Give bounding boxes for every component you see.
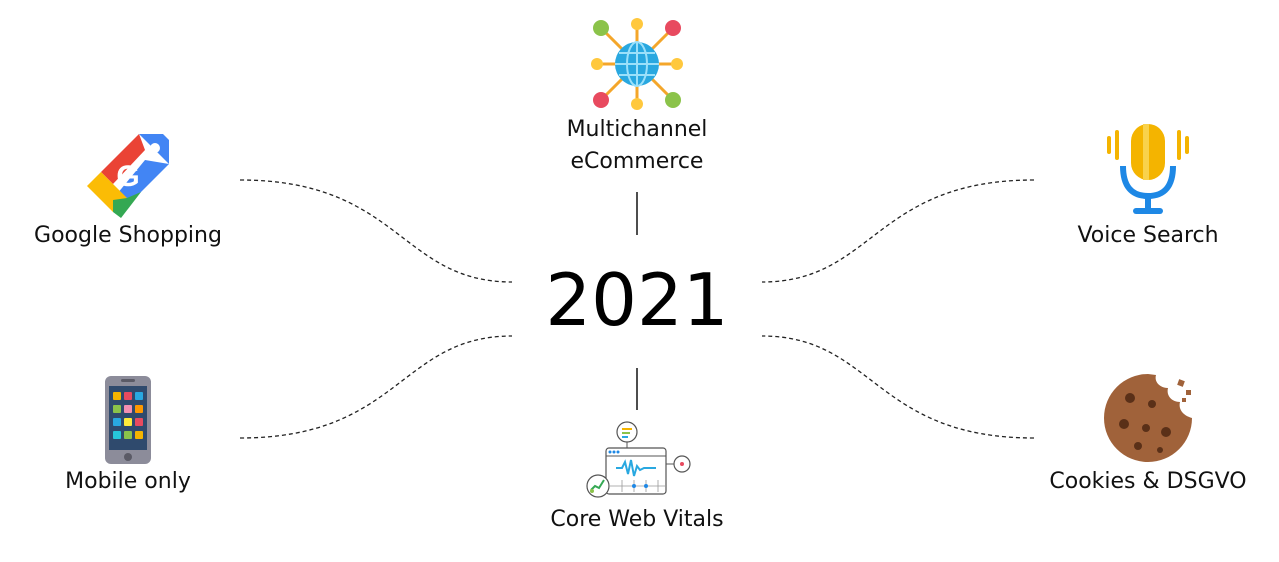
topic-label: Mobile only xyxy=(65,469,191,494)
connector-cookies xyxy=(761,335,1035,439)
topic-core-web-vitals: Core Web Vitals xyxy=(527,420,747,536)
smartphone-icon xyxy=(105,376,151,464)
topic-label: Google Shopping xyxy=(34,223,222,248)
svg-text:G: G xyxy=(116,160,139,193)
web-vitals-dashboard-icon xyxy=(586,421,691,498)
topic-multichannel-ecommerce: Multichannel eCommerce xyxy=(517,14,757,178)
topic-label: Voice Search xyxy=(1077,223,1219,248)
topic-label: Core Web Vitals xyxy=(550,507,724,532)
cookie-icon xyxy=(1104,374,1192,462)
microphone-icon xyxy=(1107,124,1189,214)
connector-mobile-only xyxy=(239,335,513,439)
connector-google-shopping xyxy=(239,179,513,283)
center-year: 2021 xyxy=(545,258,729,342)
topic-label-line1: Multichannel xyxy=(566,117,708,142)
topic-google-shopping: G Google Shopping xyxy=(18,130,238,252)
connector-voice-search xyxy=(761,179,1035,283)
topic-voice-search: Voice Search xyxy=(1038,122,1258,252)
topic-cookies-dsgvo: Cookies & DSGVO xyxy=(1038,370,1258,498)
topic-label: Cookies & DSGVO xyxy=(1049,469,1247,494)
google-shopping-tag-icon: G xyxy=(87,134,169,218)
topic-label-line2: eCommerce xyxy=(570,149,704,174)
topic-mobile-only: Mobile only xyxy=(28,374,228,498)
network-globe-icon xyxy=(591,18,683,110)
